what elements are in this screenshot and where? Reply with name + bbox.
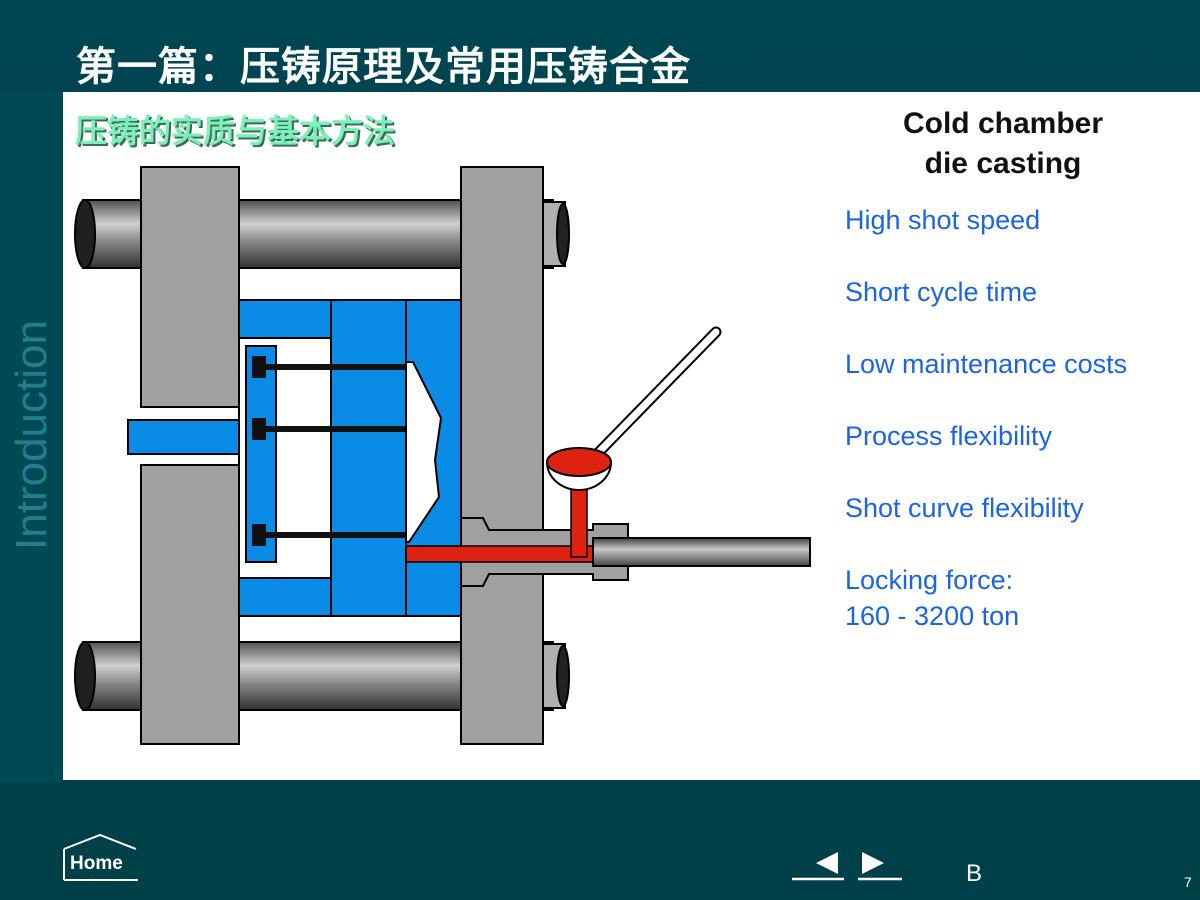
slide-title: 第一篇：压铸原理及常用压铸合金 [76,43,691,90]
home-button[interactable]: Home [62,833,142,883]
moving-platen-upper [140,166,240,408]
next-slide-button[interactable] [856,848,906,882]
triangle-right-icon [858,852,902,881]
feature-shot-speed: High shot speed [845,205,1041,235]
triangle-left-icon [792,852,844,881]
feature-maintenance: Low maintenance costs [845,349,1128,379]
previous-slide-button[interactable] [790,848,846,882]
cold-chamber-diagram [74,166,811,745]
footer-letter: B [966,860,983,887]
fixed-platen [460,166,544,745]
panel-heading-line2: die casting [924,147,1082,180]
ladle [545,326,722,491]
content-panel: 压铸的实质与基本方法 [63,92,1200,780]
panel-heading: Cold chamber die casting [863,104,1143,184]
ejector-rod [127,419,249,455]
side-label: Introduction [7,320,56,550]
moving-platen-lower [140,464,240,745]
page-number: 7 [1184,874,1192,890]
side-strip [0,92,63,782]
ejector-plate [245,345,421,563]
feature-shot-curve: Shot curve flexibility [845,493,1084,523]
feature-cycle-time: Short cycle time [845,277,1038,307]
slide-subtitle: 压铸的实质与基本方法 [75,112,396,150]
home-label: Home [70,853,123,874]
feature-locking-force-range: 160 - 3200 ton [845,601,1020,631]
feature-locking-force: Locking force: [845,565,1014,595]
plunger-rod [592,537,811,567]
house-outline-icon [63,833,138,881]
panel-heading-line1: Cold chamber [902,107,1104,140]
fixed-die-half [405,299,462,617]
feature-process-flexibility: Process flexibility [845,421,1053,451]
